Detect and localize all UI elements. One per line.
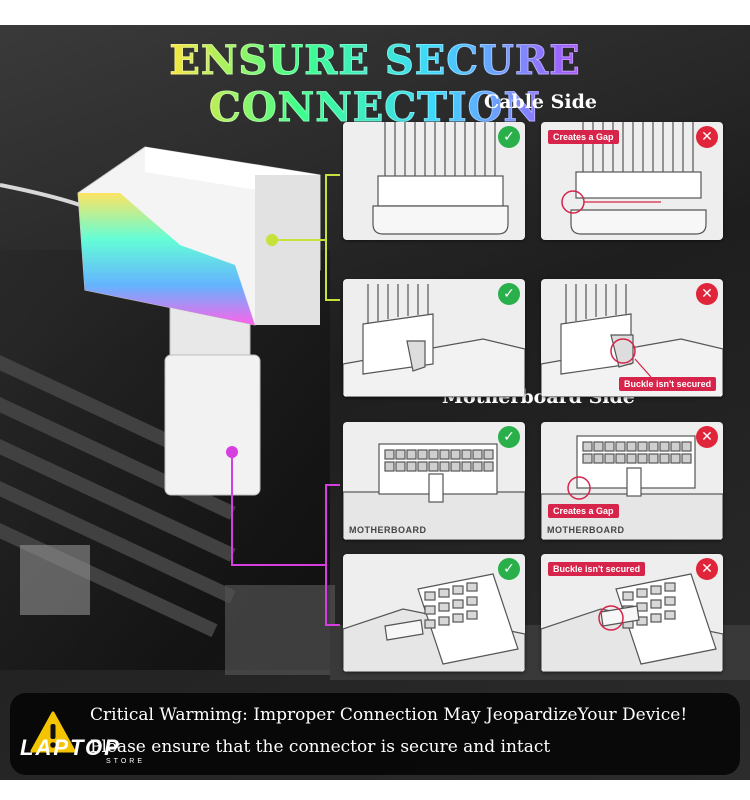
cable-connector-gap-drawing (561, 122, 707, 235)
warning-line-1: Critical Warmimg: Improper Connection Ma… (90, 705, 688, 725)
wrong-cross-icon: ✕ (696, 126, 718, 148)
rgb-connector (77, 146, 321, 326)
board-buckle-drawing (343, 573, 525, 672)
guide-lines (226, 174, 340, 626)
motherboard-label: MOTHERBOARD (547, 525, 625, 535)
warning-triangle-icon (30, 711, 76, 753)
panel-cable-gap: Creates a Gap ✕ (541, 122, 723, 240)
cable-side-label: Cable Side (484, 91, 597, 113)
correct-check-icon: ✓ (498, 283, 520, 305)
connector-photo-illustration (0, 146, 750, 680)
correct-check-icon: ✓ (498, 426, 520, 448)
warning-line-2: Please ensure that the connector is secu… (90, 737, 551, 757)
panel-board-buckle-loose: Buckle isn't secured ✕ (541, 554, 723, 672)
panel-cable-secure: ✓ (343, 122, 525, 240)
buckle-warning-tag: Buckle isn't secured (619, 377, 717, 391)
cable-buckle-drawing (343, 284, 525, 397)
board-header-drawing (343, 443, 525, 540)
panel-board-secure: MOTHERBOARD ✓ (343, 422, 525, 540)
brand-logo-subtitle: STORE (106, 758, 145, 765)
gap-warning-tag: Creates a Gap (548, 504, 619, 518)
gap-warning-tag: Creates a Gap (548, 130, 619, 144)
panel-board-gap: Creates a Gap MOTHERBOARD ✕ (541, 422, 723, 540)
correct-check-icon: ✓ (498, 558, 520, 580)
product-infographic: ENSURE SECURE CONNECTION Cable Side Moth… (0, 25, 750, 780)
wrong-cross-icon: ✕ (696, 426, 718, 448)
panel-board-buckle-secure: ✓ (343, 554, 525, 672)
panel-cable-buckle-secure: ✓ (343, 279, 525, 397)
board-header-gap-drawing (541, 435, 723, 540)
headline: ENSURE SECURE CONNECTION (0, 37, 750, 132)
board-buckle-loose-drawing (541, 573, 723, 672)
panel-cable-buckle-loose: Buckle isn't secured ✕ (541, 279, 723, 397)
buckle-warning-tag: Buckle isn't secured (548, 562, 646, 576)
motherboard-label: MOTHERBOARD (349, 525, 427, 535)
brand-logo: LAPTOP (20, 735, 121, 760)
wrong-cross-icon: ✕ (696, 283, 718, 305)
warning-banner: Critical Warmimg: Improper Connection Ma… (10, 693, 740, 775)
correct-check-icon: ✓ (498, 126, 520, 148)
wrong-cross-icon: ✕ (696, 558, 718, 580)
cable-connector-drawing (372, 122, 509, 235)
